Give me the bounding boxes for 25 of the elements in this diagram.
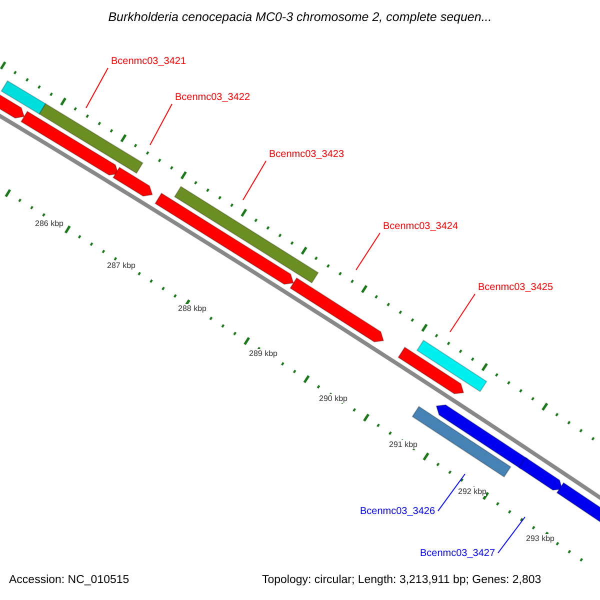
axis-label: 289 kbp	[249, 349, 278, 358]
axis-label: 290 kbp	[319, 394, 348, 403]
axis-label: 293 kbp	[526, 534, 554, 543]
gene-label: Bcenmc03_3423	[269, 149, 344, 160]
leader-line	[450, 294, 476, 332]
leader-line	[150, 104, 172, 146]
axis-label: 292 kbp	[458, 487, 486, 496]
info-text: Accession: NC_010515	[9, 574, 130, 586]
gene-label: Bcenmc03_3426	[360, 506, 436, 517]
axis-label: 287 kbp	[107, 261, 136, 270]
title: Burkholderia cenocepacia MC0-3 chromosome 2, complete sequen...	[107, 10, 493, 24]
gene-label: Bcenmc03_3422	[175, 92, 250, 103]
leader-line	[498, 516, 526, 554]
gene-label: Bcenmc03_3425	[478, 282, 554, 293]
leader-line	[438, 474, 466, 512]
info-text: Topology: circular; Length: 3,213,911 bp; Genes: 2,803	[262, 574, 542, 586]
axis-label: 291 kbp	[389, 440, 418, 449]
leader-line	[356, 232, 380, 270]
leader-line	[242, 160, 266, 200]
gene-label: Bcenmc03_3427	[420, 548, 496, 559]
axis-label: 286 kbp	[35, 219, 64, 228]
gene-label: Bcenmc03_3421	[111, 56, 186, 67]
gene-label: Bcenmc03_3424	[383, 221, 458, 232]
axis-label: 288 kbp	[178, 304, 206, 313]
leader-line	[86, 68, 108, 108]
